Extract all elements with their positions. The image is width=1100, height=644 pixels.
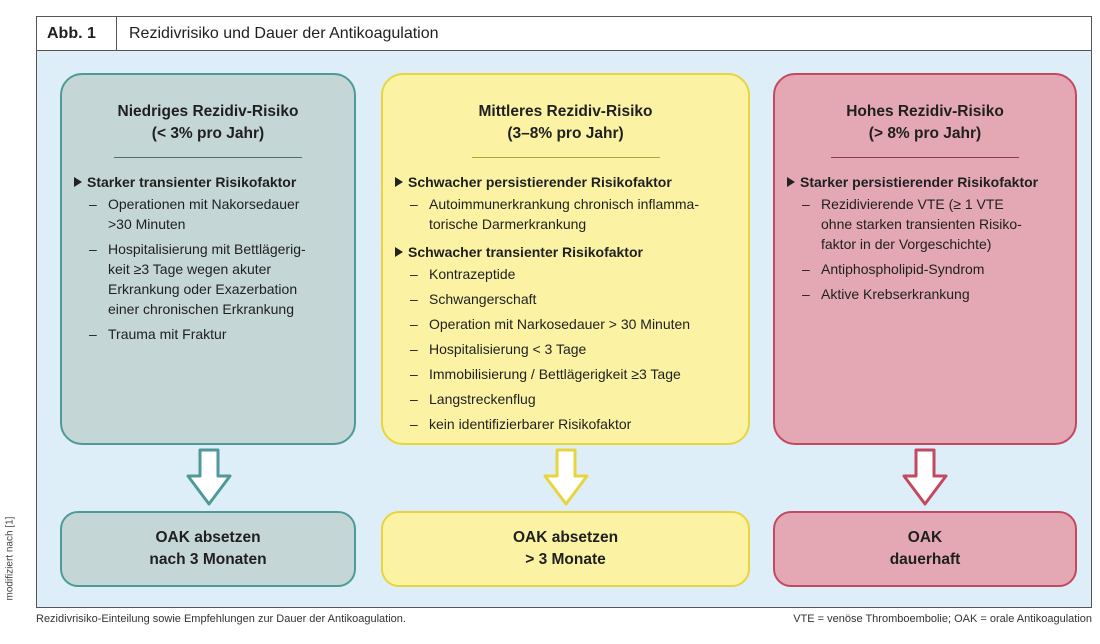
- outcome-line: > 3 Monate: [525, 551, 606, 568]
- down-arrow-icon: [543, 448, 589, 506]
- mid-risk-title: Mittleres Rezidiv-Risiko: [478, 103, 653, 120]
- mid-risk-group-transient: Schwacher transienter Risikofaktor Kontr…: [395, 242, 740, 434]
- high-risk-divider: [831, 157, 1019, 158]
- list-item: Hospitalisierung < 3 Tage: [395, 339, 740, 359]
- low-risk-group: Starker transienter Risikofaktor Operati…: [74, 172, 346, 344]
- figure-label: Abb. 1: [37, 17, 117, 50]
- outcome-line: nach 3 Monaten: [149, 551, 267, 568]
- outcome-line: dauerhaft: [889, 551, 961, 568]
- list-item: Schwangerschaft: [395, 289, 740, 309]
- mid-risk-group-title: Schwacher persistierender Risikofaktor: [395, 172, 740, 192]
- high-risk-rate: (> 8% pro Jahr): [868, 125, 982, 142]
- list-item: Operationen mit Nakorsedauer >30 Minuten: [74, 194, 346, 234]
- low-risk-outcome: OAK absetzen nach 3 Monaten: [60, 511, 356, 587]
- down-arrow-icon: [186, 448, 232, 506]
- mid-risk-rate: (3–8% pro Jahr): [507, 125, 624, 142]
- mid-risk-group-persistent: Schwacher persistierender Risikofaktor A…: [395, 172, 740, 234]
- mid-risk-divider: [471, 157, 660, 158]
- outcome-line: OAK absetzen: [512, 529, 619, 546]
- outcome-line: OAK: [907, 529, 943, 546]
- abbreviation-legend: VTE = venöse Thromboembolie; OAK = orale…: [793, 613, 1092, 625]
- list-item: Operation mit Narkosedauer > 30 Minuten: [395, 314, 740, 334]
- high-risk-outcome: OAK dauerhaft: [773, 511, 1077, 587]
- list-item: Immobilisierung / Bettlägerigkeit ≥3 Tag…: [395, 364, 740, 384]
- outcome-line: OAK absetzen: [155, 529, 261, 546]
- list-item: Rezidivierende VTE (≥ 1 VTE ohne starken…: [787, 194, 1067, 254]
- high-risk-box: Hohes Rezidiv-Risiko (> 8% pro Jahr) Sta…: [773, 73, 1077, 445]
- low-risk-title: Niedriges Rezidiv-Risiko: [117, 103, 299, 120]
- down-arrow-icon: [902, 448, 948, 506]
- list-item: Langstreckenflug: [395, 389, 740, 409]
- list-item: Trauma mit Fraktur: [74, 324, 346, 344]
- list-item: Autoimmunerkrankung chronisch inflamma- …: [395, 194, 740, 234]
- mid-risk-outcome: OAK absetzen > 3 Monate: [381, 511, 750, 587]
- low-risk-divider: [114, 157, 302, 158]
- figure-title-bar: Abb. 1 Rezidivrisiko und Dauer der Antik…: [37, 17, 1091, 51]
- low-risk-group-title: Starker transienter Risikofaktor: [74, 172, 346, 192]
- high-risk-group-title: Starker persistierender Risikofaktor: [787, 172, 1067, 192]
- figure-title: Rezidivrisiko und Dauer der Antikoagulat…: [129, 24, 439, 42]
- source-note-text: modifiziert nach [1]: [4, 516, 16, 601]
- high-risk-group: Starker persistierender Risikofaktor Rez…: [787, 172, 1067, 304]
- list-item: kein identifizierbarer Risikofaktor: [395, 414, 740, 434]
- figure-frame: Abb. 1 Rezidivrisiko und Dauer der Antik…: [36, 16, 1092, 608]
- list-item: Hospitalisierung mit Bettlägerig- keit ≥…: [74, 239, 346, 319]
- list-item: Kontrazeptide: [395, 264, 740, 284]
- low-risk-rate: (< 3% pro Jahr): [151, 125, 265, 142]
- figure-caption: Rezidivrisiko-Einteilung sowie Empfehlun…: [36, 613, 406, 625]
- mid-risk-group-title: Schwacher transienter Risikofaktor: [395, 242, 740, 262]
- mid-risk-box: Mittleres Rezidiv-Risiko (3–8% pro Jahr)…: [381, 73, 750, 445]
- list-item: Antiphospholipid-Syndrom: [787, 259, 1067, 279]
- high-risk-title: Hohes Rezidiv-Risiko: [846, 103, 1004, 120]
- list-item: Aktive Krebserkrankung: [787, 284, 1067, 304]
- source-note: modifiziert nach [1]: [3, 510, 17, 610]
- low-risk-box: Niedriges Rezidiv-Risiko (< 3% pro Jahr)…: [60, 73, 356, 445]
